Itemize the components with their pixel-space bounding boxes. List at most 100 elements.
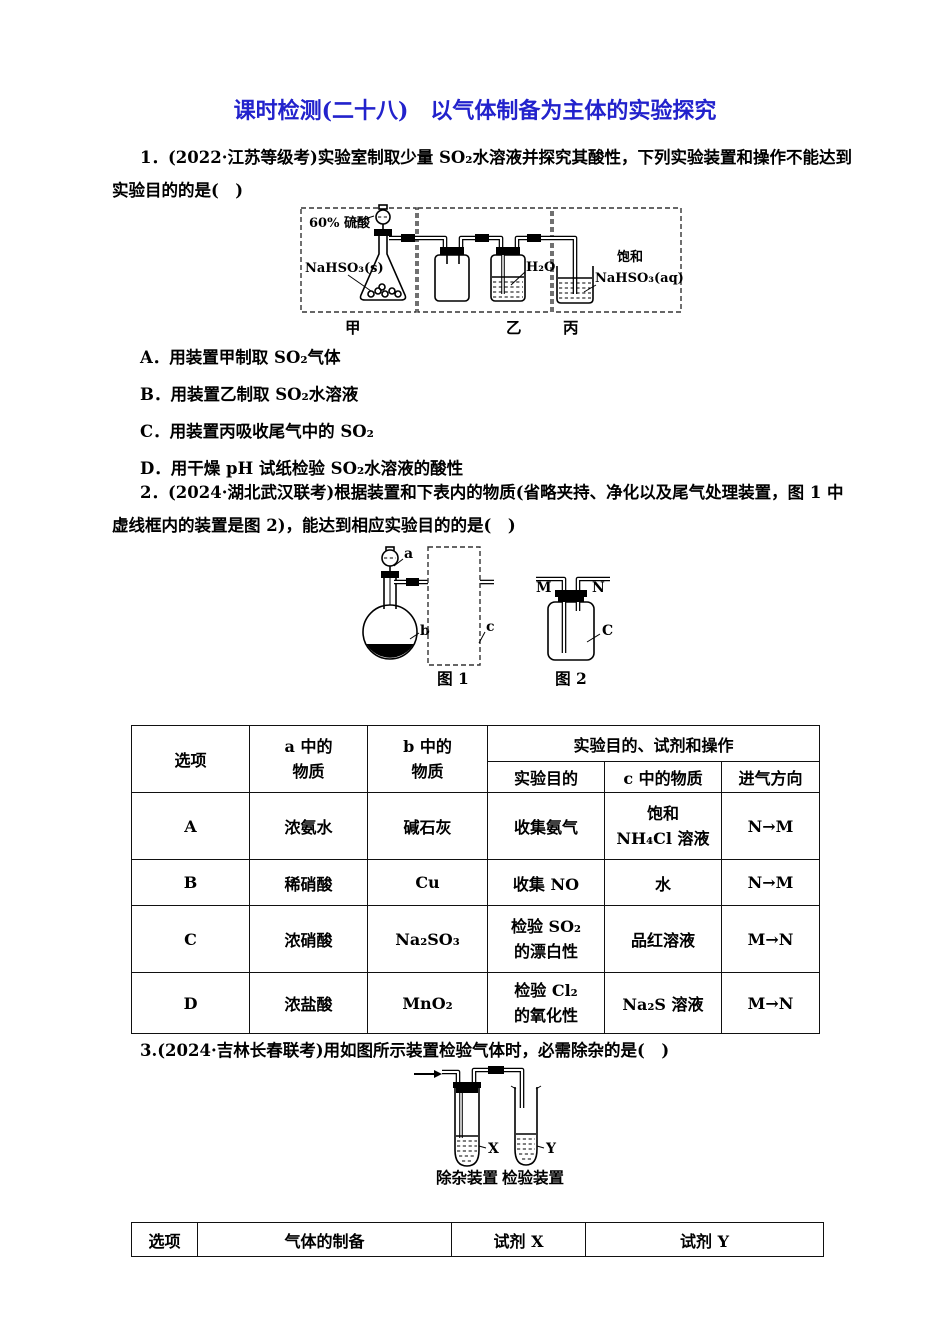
page-title: 课时检测(二十八) 以气体制备为主体的实验探究 <box>233 98 717 124</box>
question-1-option-d: D．用干燥 pH 试纸检验 SO₂水溶液的酸性 <box>140 459 464 478</box>
question-1-line-2: 实验目的的是( ) <box>112 181 244 200</box>
label-M: M <box>536 580 552 596</box>
gas-tube <box>442 1066 525 1108</box>
caption-yi: 乙 <box>506 318 522 337</box>
gas-washing-bottle-empty <box>434 247 470 302</box>
table-cell: 水 <box>604 859 722 906</box>
question-1-line-1: 1．(2022·江苏等级考)实验室制取少量 SO₂水溶液并探究其酸性，下列实验装… <box>140 148 853 167</box>
t1-header-c: c 中的物质 <box>604 761 722 793</box>
label-water: H₂O <box>526 260 555 275</box>
question-2-line-2: 虚线框内的装置是图 2)，能达到相应实验目的的是( ) <box>112 516 516 535</box>
rubber-joint <box>475 234 489 242</box>
table-cell: C <box>131 905 250 973</box>
leader-line <box>393 558 404 567</box>
beaker <box>556 266 594 304</box>
label-nahso3-solution: NaHSO₃(aq) <box>595 271 684 286</box>
table-cell: 收集 NO <box>487 859 605 906</box>
rubber-joint <box>527 234 541 242</box>
table-cell: D <box>131 972 250 1034</box>
question-3-text: 3.(2024·吉林长春联考)用如图所示装置检验气体时，必需除杂的是( ) <box>112 1037 849 1064</box>
t2-header-reagent-y: 试剂 Y <box>585 1222 824 1257</box>
stopcock-joint <box>406 578 419 586</box>
leader-line <box>478 1145 487 1149</box>
table-cell: N→M <box>720 792 821 860</box>
table-cell: N→M <box>720 859 821 906</box>
leader-line <box>351 215 375 224</box>
t1-header-option: 选项 <box>131 725 250 793</box>
table-cell: Na₂S 溶液 <box>604 972 722 1034</box>
question-3-table: 选项 气体的制备 试剂 X 试剂 Y <box>131 1222 824 1257</box>
gas-tube <box>394 578 494 586</box>
table-row: C 浓硝酸 Na₂SO₃ 检验 SO₂ 的漂白性 品红溶液 M→N <box>131 905 821 973</box>
t1-header-direction: 进气方向 <box>720 761 821 793</box>
leader-line <box>478 631 486 644</box>
table-cell: 收集氨气 <box>487 792 605 860</box>
leader-line <box>586 633 601 643</box>
rubber-joint <box>401 234 415 242</box>
question-2-line-1: 2．(2024·湖北武汉联考)根据装置和下表内的物质(省略夹持、净化以及尾气处理… <box>140 483 844 502</box>
verification-test-tube <box>510 1085 542 1166</box>
t1-header-a: a 中的 物质 <box>249 725 368 793</box>
table-cell: 品红溶液 <box>604 905 722 973</box>
gas-collection-bottle <box>536 576 610 661</box>
table-cell: 浓氨水 <box>249 792 368 860</box>
question-2-table: 选项 a 中的 物质 b 中的 物质 实验目的、试剂和操作 实验目的 c 中的物… <box>131 725 821 1034</box>
rubber-joint <box>488 1066 504 1074</box>
label-C: C <box>602 623 613 639</box>
table-cell: M→N <box>720 905 821 973</box>
leader-line <box>347 274 372 292</box>
caption-purification: 除杂装置 <box>436 1168 498 1187</box>
table-cell: 检验 SO₂ 的漂白性 <box>487 905 605 973</box>
table-cell: B <box>131 859 250 906</box>
t2-header-gas-preparation: 气体的制备 <box>197 1222 452 1257</box>
leader-line <box>409 632 420 640</box>
table-cell: MnO₂ <box>367 972 488 1034</box>
label-nahso3-solid: NaHSO₃(s) <box>305 261 384 276</box>
caption-fig2: 图 2 <box>555 669 587 688</box>
table-cell: 浓硝酸 <box>249 905 368 973</box>
dashed-frame-yi <box>417 207 552 313</box>
table-cell: Cu <box>367 859 488 906</box>
question-1-option-b: B．用装置乙制取 SO₂水溶液 <box>140 385 359 404</box>
label-X: X <box>488 1141 499 1157</box>
t2-header-reagent-x: 试剂 X <box>451 1222 586 1257</box>
q1-apparatus-figure: 60% 硫酸 NaHSO₃(s) H₂O <box>300 204 684 337</box>
purification-test-tube <box>453 1082 481 1167</box>
question-1-options: A．用装置甲制取 SO₂气体 B．用装置乙制取 SO₂水溶液 C．用装置丙吸收尾… <box>140 339 463 487</box>
caption-jia: 甲 <box>345 318 361 337</box>
table-cell: 碱石灰 <box>367 792 488 860</box>
t1-header-group: 实验目的、试剂和操作 <box>486 725 821 762</box>
question-2-text: 2．(2024·湖北武汉联考)根据装置和下表内的物质(省略夹持、净化以及尾气处理… <box>112 476 849 542</box>
leader-line <box>536 1145 545 1149</box>
table-row: A 浓氨水 碱石灰 收集氨气 饱和 NH₄Cl 溶液 N→M <box>131 792 821 860</box>
question-3-line-1: 3.(2024·吉林长春联考)用如图所示装置检验气体时，必需除杂的是( ) <box>140 1041 670 1060</box>
gas-inlet-arrow <box>414 1070 442 1078</box>
table-cell: 检验 Cl₂ 的氧化性 <box>487 972 605 1034</box>
leader-line <box>583 284 597 293</box>
t2-header-option: 选项 <box>131 1222 198 1257</box>
granule-solid <box>367 283 402 298</box>
table-cell: M→N <box>720 972 821 1034</box>
table-row: B 稀硝酸 Cu 收集 NO 水 N→M <box>131 859 821 906</box>
caption-verification: 检验装置 <box>502 1168 564 1187</box>
erlenmeyer-flask <box>359 229 407 301</box>
dashed-frame-c <box>427 546 481 666</box>
question-1-option-a: A．用装置甲制取 SO₂气体 <box>140 348 341 367</box>
label-Y: Y <box>545 1141 557 1157</box>
table-cell: 稀硝酸 <box>249 859 368 906</box>
gas-washing-bottle-water <box>490 247 526 302</box>
dropping-funnel <box>381 546 399 571</box>
table-cell: 浓盐酸 <box>249 972 368 1034</box>
t1-header-b: b 中的 物质 <box>367 725 488 793</box>
question-1-text: 1．(2022·江苏等级考)实验室制取少量 SO₂水溶液并探究其酸性，下列实验装… <box>112 141 853 207</box>
table-row: D 浓盐酸 MnO₂ 检验 Cl₂ 的氧化性 Na₂S 溶液 M→N <box>131 972 821 1034</box>
dashed-frame-bing <box>552 207 682 313</box>
t1-header-purpose: 实验目的 <box>487 761 605 793</box>
q2-apparatus-figure: a b c 图 1 M N C 图 2 <box>362 546 613 688</box>
table-cell: Na₂SO₃ <box>367 905 488 973</box>
caption-bing: 丙 <box>563 318 579 337</box>
label-a: a <box>404 546 413 562</box>
label-b: b <box>420 623 430 639</box>
label-sulfuric-acid: 60% 硫酸 <box>309 215 371 231</box>
